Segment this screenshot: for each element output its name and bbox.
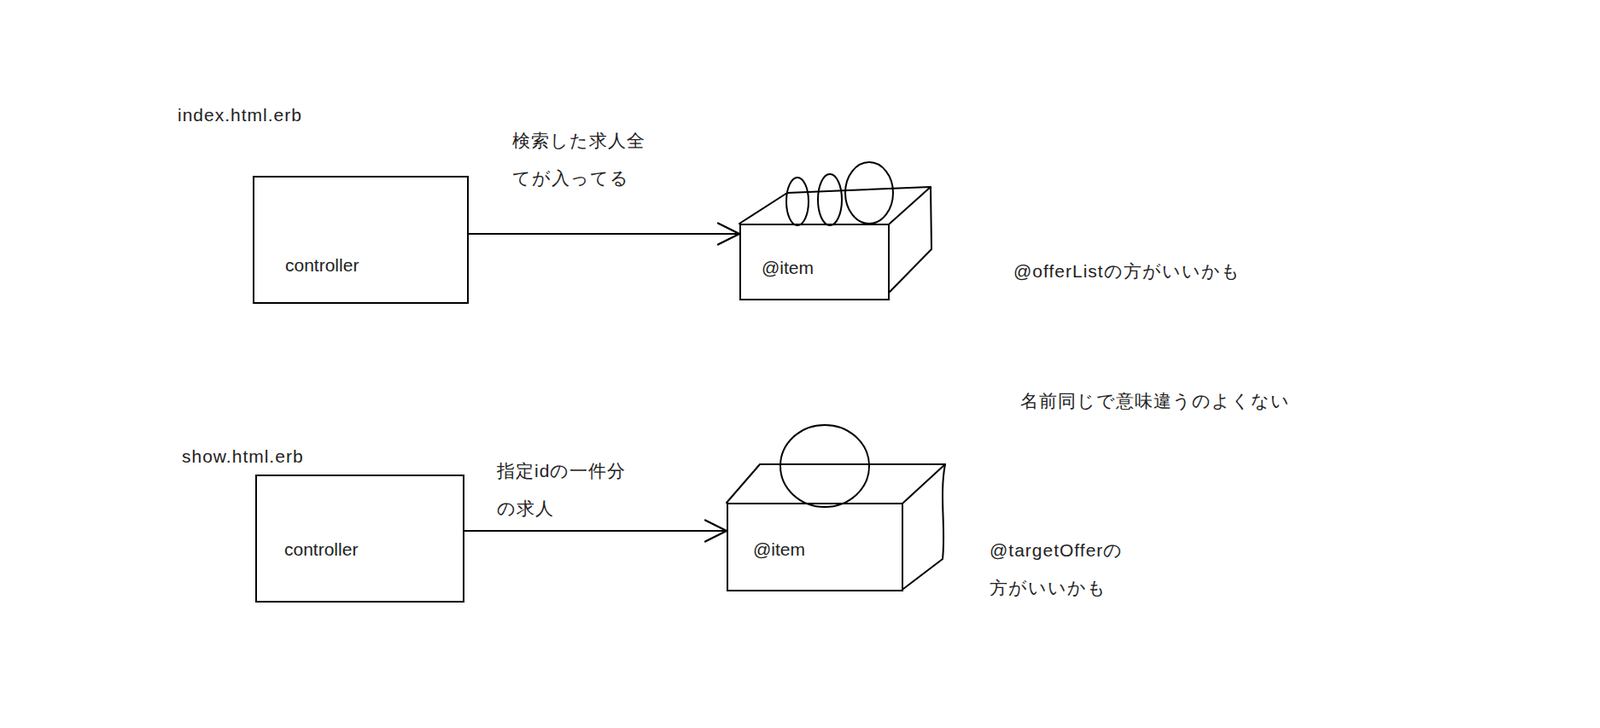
controller-box: controller xyxy=(255,474,465,603)
item-oval xyxy=(780,425,870,508)
item-box: @item xyxy=(739,223,890,301)
controller-box: controller xyxy=(252,175,469,304)
arrow-connector xyxy=(468,233,740,235)
item-oval xyxy=(817,174,842,226)
box-text: @item xyxy=(761,256,814,280)
box-top xyxy=(726,464,946,503)
item-oval xyxy=(845,162,894,224)
file-name: show.html.erb xyxy=(181,445,304,468)
box-text: controller xyxy=(285,254,359,277)
note: @targetOfferの方がいいかも xyxy=(989,531,1142,608)
item-box: @item xyxy=(726,502,904,592)
note: @offerListの方がいいかも xyxy=(1013,260,1241,283)
edge-label: 検索した求人全てが入ってる xyxy=(512,122,649,198)
edge-label: 指定idの一件分の求人 xyxy=(496,452,634,528)
note: 名前同じで意味違うのよくない xyxy=(1020,390,1291,413)
box-side xyxy=(903,464,946,590)
box-text: @item xyxy=(753,538,806,561)
arrow-connector xyxy=(464,530,727,532)
item-oval xyxy=(786,177,809,226)
box-top xyxy=(739,186,931,224)
box-side xyxy=(889,186,932,292)
file-name: index.html.erb xyxy=(177,104,303,127)
box-text: controller xyxy=(284,538,358,561)
